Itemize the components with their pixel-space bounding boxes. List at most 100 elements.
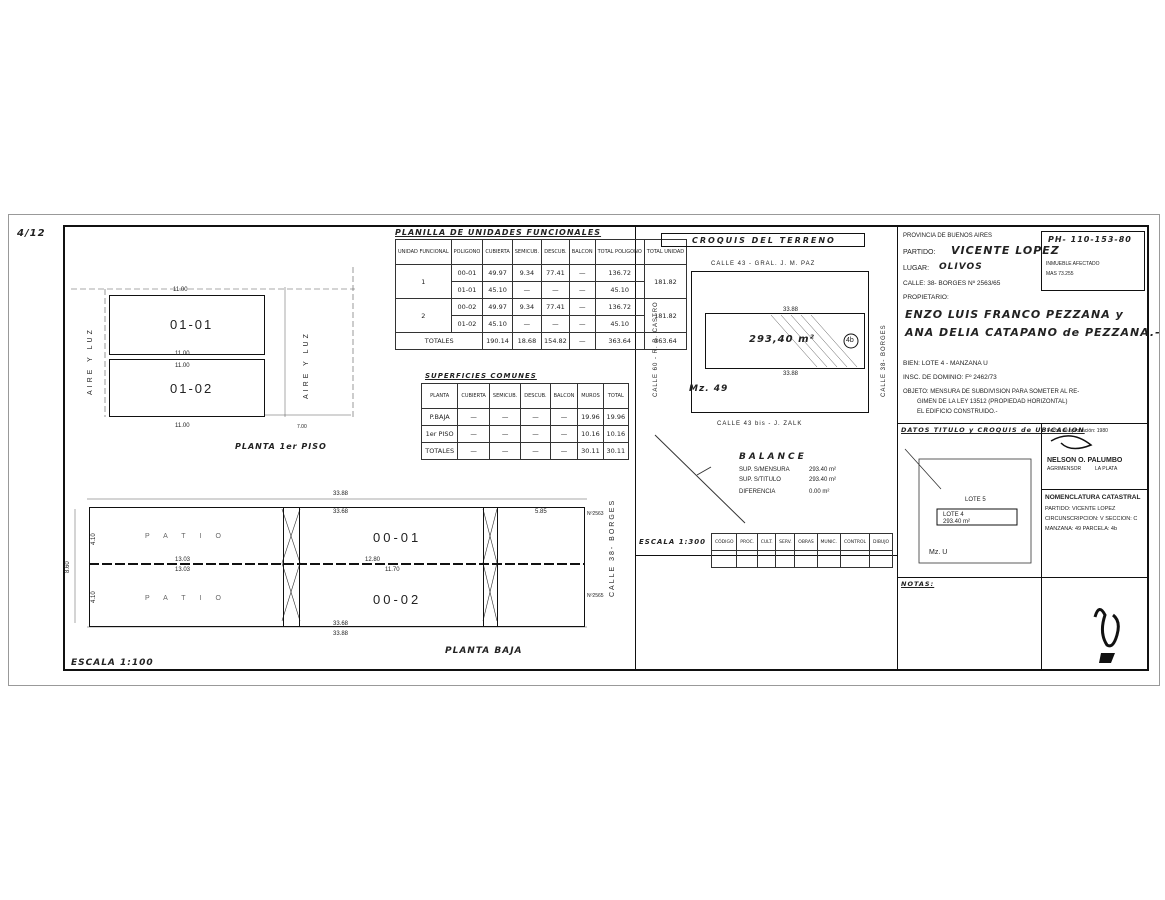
balance-label-1: SUP. S/TITULO bbox=[739, 477, 781, 483]
dim-pb-total-bottom: 33.88 bbox=[333, 631, 349, 637]
divider-6 bbox=[1041, 423, 1042, 669]
croquis-hatch bbox=[654, 314, 1032, 564]
col-tot: TOTAL POLIGONO bbox=[594, 239, 645, 265]
dim-pb-total-top: 33.88 bbox=[333, 491, 349, 497]
croquis-lot-id: 4b bbox=[846, 337, 854, 344]
divider-4 bbox=[897, 423, 1149, 424]
notas-title: NOTAS: bbox=[901, 580, 935, 588]
unit-01-01: 01-01 bbox=[109, 295, 265, 355]
balance-value-1: 293.40 m² bbox=[809, 477, 837, 483]
divider-7 bbox=[1041, 489, 1149, 490]
croquis-block bbox=[691, 271, 869, 413]
balance-value-2: 0.00 m² bbox=[809, 489, 830, 495]
col-totuf: TOTAL UNIDAD bbox=[643, 239, 688, 265]
ubicacion-lote-area: 293.40 m² bbox=[943, 519, 971, 525]
patio-top: PATIO bbox=[145, 533, 235, 540]
croquis-escala: ESCALA 1:300 bbox=[639, 538, 706, 546]
croquis-dim-bottom: 33.88 bbox=[783, 371, 799, 377]
ubicacion-mz: Mz. U bbox=[929, 549, 948, 556]
croquis-title-box: CROQUIS DEL TERRENO bbox=[661, 233, 865, 247]
dim-piso-bottom: 11.00 bbox=[175, 423, 190, 429]
planilla-table: UNIDAD FUNCIONAL POLIGONO CUBIERTA SEMIC… bbox=[394, 239, 688, 350]
dim-pb-inner-bottom: 33.68 bbox=[333, 621, 349, 627]
propietario-label: PROPIETARIO: bbox=[903, 294, 949, 301]
croquis-manzana: Mz. 49 bbox=[689, 384, 729, 394]
croquis-calle-bottom: CALLE 43 bis - J. ZALK bbox=[717, 421, 803, 427]
nomenclatura-partido: PARTIDO: VICENTE LOPEZ bbox=[1045, 506, 1116, 512]
col-semi: SEMICUB. bbox=[511, 239, 543, 265]
dim-piso-mid2: 11.00 bbox=[175, 363, 190, 369]
page-number: 4/12 bbox=[17, 228, 46, 239]
calle: CALLE: 38- BORGES Nº 2563/65 bbox=[903, 280, 1001, 287]
balance-label-0: SUP. S/MENSURA bbox=[739, 467, 790, 473]
planta-piso-lines bbox=[71, 267, 587, 628]
drawing-frame: 01-01 01-02 11.00 11.00 11.00 11.00 7.00… bbox=[63, 225, 1160, 671]
dim-piso-top: 11.00 bbox=[173, 287, 188, 293]
owner-2: ANA DELIA CATAPANO de PEZZANA.- bbox=[905, 326, 1161, 339]
ubicacion-title: DATOS TITULO y CROQUIS de UBICACION bbox=[901, 426, 1085, 434]
croquis-dim-top: 33.88 bbox=[783, 307, 799, 313]
pb-wall-3 bbox=[483, 507, 484, 627]
divider-2 bbox=[897, 227, 898, 669]
planta-baja-outline bbox=[89, 507, 585, 627]
objeto-1: OBJETO: MENSURA DE SUBDIVISION PARA SOME… bbox=[903, 389, 1080, 395]
unit-01-02-label: 01-02 bbox=[170, 381, 214, 396]
dim-piso-side: 7.00 bbox=[297, 424, 307, 430]
door-number-2: Nº2565 bbox=[587, 593, 604, 599]
unit-00-02-label: 00-02 bbox=[373, 592, 422, 607]
col-pol: POLIGONO bbox=[450, 239, 484, 265]
divider-5 bbox=[897, 577, 1149, 578]
dim-pb-inner-top: 33.68 bbox=[333, 509, 349, 515]
profesional-name: NELSON O. PALUMBO bbox=[1047, 457, 1123, 464]
croquis-calle-top: CALLE 43 - GRAL. J. M. PAZ bbox=[711, 261, 816, 267]
pb-wall-1 bbox=[283, 507, 284, 627]
plano-sub2: MAS 73.255 bbox=[1046, 271, 1074, 277]
pb-wall-4 bbox=[497, 507, 498, 627]
balance-title: BALANCE bbox=[739, 452, 807, 462]
patio-bottom: PATIO bbox=[145, 595, 235, 602]
profesional-title: AGRIMENSOR bbox=[1047, 466, 1082, 472]
provincia: PROVINCIA DE BUENOS AIRES bbox=[903, 233, 993, 239]
lugar: OLIVOS bbox=[939, 262, 983, 272]
balance-label-2: DIFERENCIA bbox=[739, 489, 776, 495]
signature-stamp bbox=[1050, 435, 1120, 663]
objeto-2: GIMEN DE LA LEY 13512 (PROPIEDAD HORIZON… bbox=[917, 399, 1068, 405]
dim-pb-seg4: 11.70 bbox=[385, 567, 400, 573]
unit-01-01-label: 01-01 bbox=[170, 317, 214, 332]
plano-sub: INMUEBLE AFECTADO bbox=[1046, 261, 1100, 267]
objeto-3: EL EDIFICIO CONSTRUIDO.- bbox=[917, 409, 998, 415]
dim-pb-seg1: 13.03 bbox=[175, 557, 191, 563]
aprobacion: Fecha de aprobación: 1980 bbox=[1047, 428, 1108, 434]
dim-pb-seg5: 5.85 bbox=[535, 509, 547, 515]
lugar-label: LUGAR: bbox=[903, 265, 930, 272]
ubicacion-lote-label: LOTE 4 bbox=[943, 512, 964, 518]
ubicacion-lote5: LOTE 5 bbox=[965, 497, 986, 503]
bien: BIEN: LOTE 4 - MANZANA U bbox=[903, 360, 988, 367]
nomenclatura-mz: MANZANA: 49 PARCELA: 4b bbox=[1045, 526, 1118, 532]
nomenclatura-title: NOMENCLATURA CATASTRAL bbox=[1045, 494, 1141, 501]
col-cub: CUBIERTA bbox=[482, 239, 513, 265]
croquis-lot bbox=[705, 313, 865, 369]
partido: VICENTE LOPEZ bbox=[951, 244, 1060, 257]
pb-wall-2 bbox=[299, 507, 300, 627]
unit-00-01-label: 00-01 bbox=[373, 530, 422, 545]
plano-number: PH- 110-153-80 bbox=[1048, 235, 1132, 244]
divider-1 bbox=[635, 227, 636, 669]
profesional-place: LA PLATA bbox=[1095, 466, 1118, 472]
plano-number-box: PH- 110-153-80 INMUEBLE AFECTADO MAS 73.… bbox=[1041, 231, 1145, 291]
planilla-title: PLANILLA DE UNIDADES FUNCIONALES bbox=[395, 228, 602, 237]
door-number-1: Nº2563 bbox=[587, 511, 604, 517]
balance-value-0: 293.40 m² bbox=[809, 467, 837, 473]
croquis-area: 293,40 m² bbox=[749, 334, 815, 345]
plan-sheet: 4/12 bbox=[8, 214, 1160, 686]
croquis-title: CROQUIS DEL TERRENO bbox=[692, 236, 836, 245]
